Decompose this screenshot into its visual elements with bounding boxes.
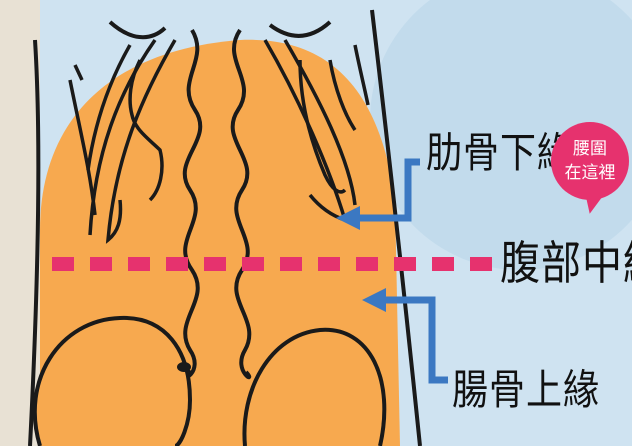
- callout-line-2: 在這裡: [551, 161, 629, 185]
- abdominal-midline-label: 腹部中線: [500, 226, 632, 293]
- navel-dot: [177, 362, 191, 372]
- iliac-upper-edge-label: 腸骨上緣: [452, 357, 600, 417]
- waist-callout-bubble: 腰圍 在這裡: [551, 122, 629, 200]
- callout-line-1: 腰圍: [551, 137, 629, 161]
